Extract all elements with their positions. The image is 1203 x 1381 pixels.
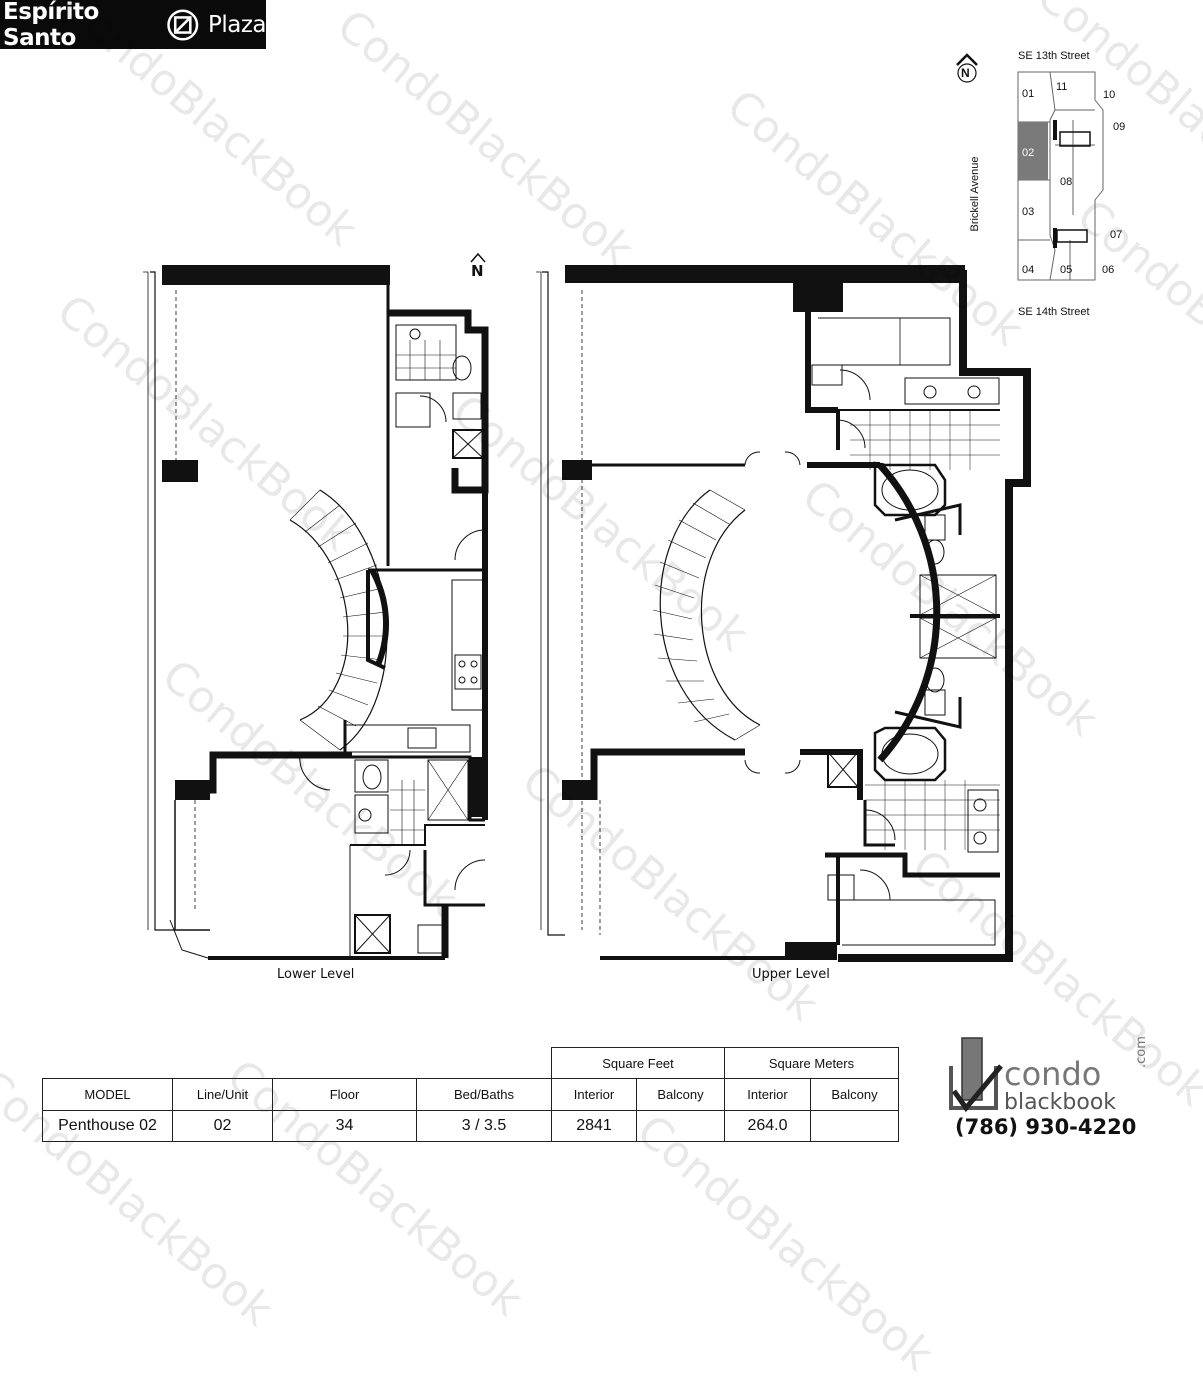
cell-sf-balcony — [636, 1110, 725, 1142]
cell-floor: 34 — [272, 1110, 417, 1142]
condoblackbook-logo: condo blackbook .com — [946, 1036, 1161, 1146]
brand-suffix: .com — [1134, 1036, 1149, 1068]
cell-line-unit: 02 — [172, 1110, 273, 1142]
brand-word-condo: condo — [1004, 1055, 1102, 1093]
site-key-plan — [956, 53, 1104, 281]
header-model: MODEL — [42, 1078, 173, 1111]
cell-sm-balcony — [810, 1110, 899, 1142]
unit-07: 07 — [1110, 229, 1123, 241]
header-floor: Floor — [272, 1078, 417, 1111]
unit-11: 11 — [1056, 81, 1068, 93]
north-label: N — [471, 262, 484, 280]
brand-word-blackbook: blackbook — [1004, 1090, 1117, 1115]
upper-level-label: Upper Level — [752, 967, 830, 982]
phone-number[interactable]: (786) 930-4220 — [955, 1115, 1137, 1139]
street-bottom-label: SE 14th Street — [1018, 306, 1090, 318]
upper-level-plan — [536, 265, 1031, 962]
avenue-label: Brickell Avenue — [969, 156, 981, 232]
highlighted-unit-02 — [1018, 122, 1048, 180]
site-north-label: N — [961, 66, 970, 80]
header-sm-interior: Interior — [724, 1078, 811, 1111]
unit-04: 04 — [1022, 264, 1035, 276]
group-header-square-meters: Square Meters — [724, 1047, 899, 1079]
unit-09: 09 — [1113, 121, 1126, 133]
cell-sf-interior: 2841 — [551, 1110, 637, 1142]
street-top-label: SE 13th Street — [1018, 50, 1090, 62]
building-book-icon — [949, 1037, 1003, 1113]
logo-mark-icon — [167, 8, 199, 41]
unit-06: 06 — [1102, 264, 1115, 276]
unit-02: 02 — [1022, 147, 1035, 159]
header-sm-balcony: Balcony — [810, 1078, 899, 1111]
logo-text-plaza: Plaza — [207, 11, 267, 38]
unit-spec-table: Square Feet Square Meters MODEL Line/Uni… — [42, 1047, 899, 1142]
cell-model: Penthouse 02 — [42, 1110, 173, 1142]
unit-08: 08 — [1060, 176, 1073, 188]
header-sf-interior: Interior — [551, 1078, 637, 1111]
unit-05: 05 — [1060, 264, 1073, 276]
logo-text-name: Espírito Santo — [3, 0, 99, 51]
header-line-unit: Line/Unit — [172, 1078, 273, 1111]
unit-10: 10 — [1103, 89, 1116, 101]
espirito-santo-plaza-logo: Espírito Santo Plaza — [0, 0, 267, 51]
unit-01: 01 — [1022, 88, 1035, 100]
floor-plan-drawing — [143, 252, 1031, 962]
lower-level-label: Lower Level — [277, 967, 355, 982]
cell-bed-baths: 3 / 3.5 — [416, 1110, 552, 1142]
header-bed-baths: Bed/Baths — [416, 1078, 552, 1111]
lower-level-plan — [143, 265, 489, 960]
group-header-square-feet: Square Feet — [551, 1047, 725, 1079]
header-sf-balcony: Balcony — [636, 1078, 725, 1111]
unit-03: 03 — [1022, 206, 1035, 218]
cell-sm-interior: 264.0 — [724, 1110, 811, 1142]
north-arrow-icon — [470, 252, 486, 263]
